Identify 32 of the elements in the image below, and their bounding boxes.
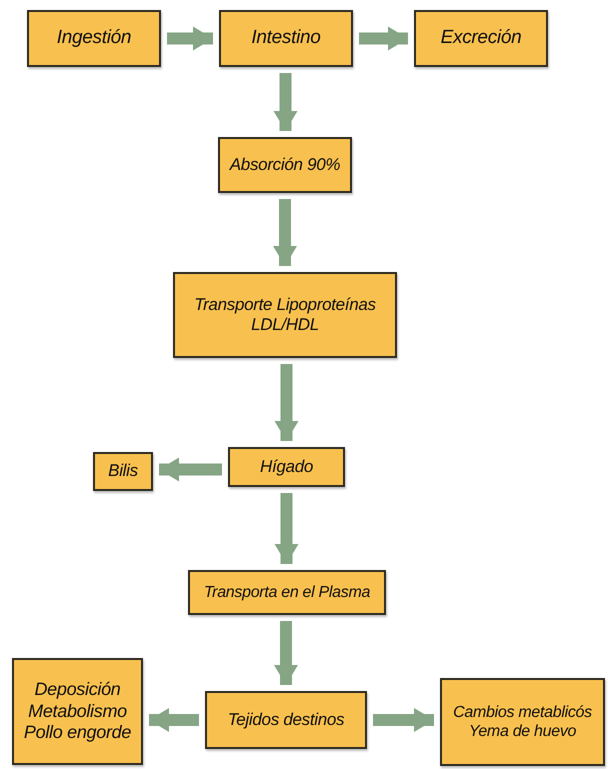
process-box bbox=[440, 678, 605, 766]
process-box bbox=[414, 10, 548, 67]
box-label: Tejidos destinos bbox=[228, 710, 344, 730]
arrow bbox=[149, 708, 199, 732]
process-box bbox=[188, 570, 386, 615]
arrow bbox=[274, 364, 298, 441]
box-label: Excreción bbox=[440, 27, 522, 50]
arrow bbox=[359, 26, 408, 50]
box-label: Cambios metablicós Yema de huevo bbox=[452, 702, 593, 742]
box-label: Deposición Metabolismo Pollo engorde bbox=[22, 679, 132, 744]
box-label: Transporta en el Plasma bbox=[204, 582, 370, 602]
process-box bbox=[228, 447, 345, 487]
box-label: Transporte Lipoproteínas LDL/HDL bbox=[193, 294, 377, 336]
process-box bbox=[27, 10, 161, 67]
process-box bbox=[219, 10, 353, 67]
process-box bbox=[93, 452, 153, 491]
box-label: Bilis bbox=[108, 461, 138, 482]
process-box bbox=[218, 137, 352, 193]
process-box bbox=[173, 272, 397, 358]
box-label: Ingestión bbox=[56, 27, 132, 50]
box-label: Intestino bbox=[251, 27, 321, 50]
box-label: Absorción 90% bbox=[230, 154, 340, 176]
arrow bbox=[373, 708, 434, 732]
box-label: Hígado bbox=[260, 456, 314, 478]
arrow bbox=[274, 621, 298, 685]
arrow bbox=[159, 458, 222, 482]
process-box bbox=[205, 691, 367, 749]
arrow bbox=[274, 73, 298, 131]
process-box bbox=[12, 658, 143, 765]
arrow bbox=[273, 199, 297, 266]
arrow bbox=[167, 26, 213, 50]
arrow bbox=[274, 493, 298, 564]
